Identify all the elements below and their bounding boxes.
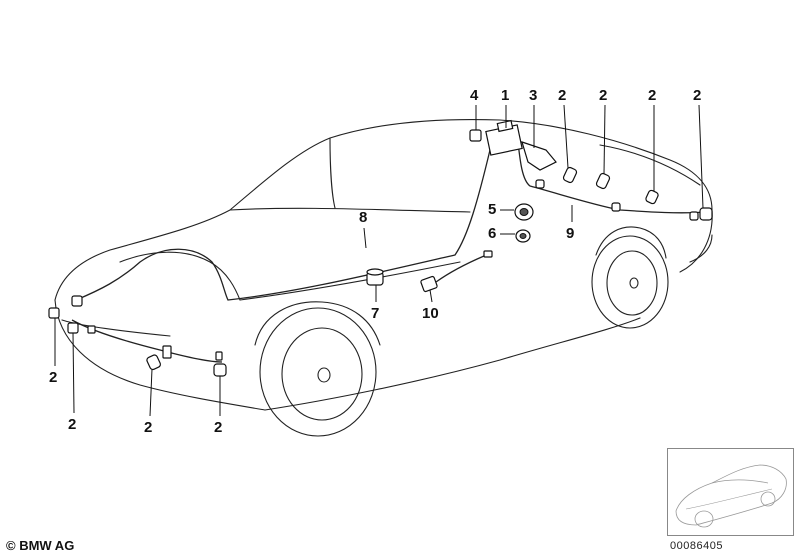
front-wheel <box>254 301 381 437</box>
copyright-label: © BMW AG <box>6 538 75 553</box>
callout-2: 2 <box>68 416 76 433</box>
callout-2: 2 <box>693 87 701 104</box>
callout-1: 1 <box>501 87 509 104</box>
rear-sensors <box>535 166 713 221</box>
rear-wheel <box>591 226 669 329</box>
leader-lines <box>54 104 704 417</box>
callout-2: 2 <box>599 87 607 104</box>
callout-8: 8 <box>359 209 367 226</box>
callout-2: 2 <box>144 419 152 436</box>
control-unit <box>485 119 523 156</box>
bracket <box>521 141 557 171</box>
catalog-number: 00086405 <box>670 540 723 552</box>
callout-6: 6 <box>488 225 496 242</box>
callout-2: 2 <box>558 87 566 104</box>
callout-4: 4 <box>470 87 479 104</box>
callout-9: 9 <box>566 225 574 242</box>
sensor-cable <box>420 250 493 293</box>
grommet <box>515 229 531 243</box>
callout-2: 2 <box>648 87 656 104</box>
car-thumbnail-icon <box>675 464 787 528</box>
callout-5: 5 <box>488 201 496 218</box>
callout-numbers: 4 1 3 2 2 2 2 8 5 6 9 7 10 2 2 2 2 <box>49 87 701 436</box>
callout-3: 3 <box>529 87 537 104</box>
sensor-holder <box>366 268 384 286</box>
thumbnail-inset <box>667 448 794 536</box>
buzzer <box>514 203 534 221</box>
connector <box>469 129 482 142</box>
callout-7: 7 <box>371 305 379 322</box>
front-sensors <box>48 295 227 377</box>
wiring-harness-8 <box>75 127 507 301</box>
car-body-outline <box>54 118 713 411</box>
callout-10: 10 <box>422 305 439 322</box>
callout-2: 2 <box>49 369 57 386</box>
wiring-harness-9 <box>517 141 706 214</box>
callout-2: 2 <box>214 419 222 436</box>
